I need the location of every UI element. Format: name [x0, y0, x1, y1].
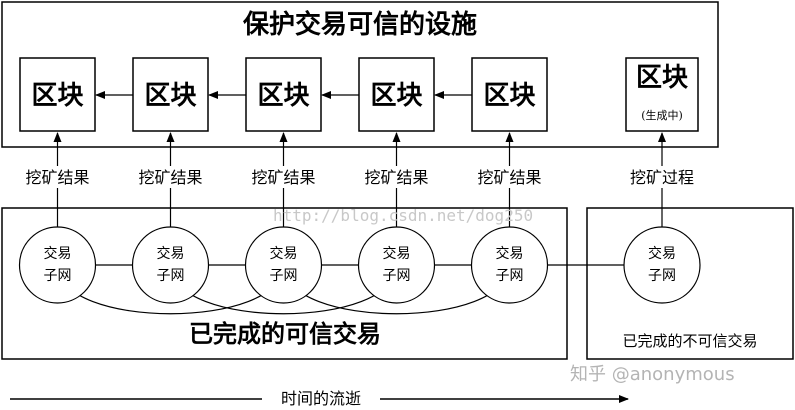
untrusted-caption: 已完成的不可信交易 [622, 332, 757, 350]
watermark: http://blog.csdn.net/dog250 [273, 206, 533, 225]
subnet-label-bottom: 子网 [44, 268, 72, 284]
subnet-label-top: 交易 [157, 245, 185, 262]
mining-label-6: 挖矿过程 [630, 168, 694, 187]
subnet-label-top: 交易 [383, 245, 411, 262]
subnet-label-bottom: 子网 [270, 268, 298, 284]
block-6-label: 区块 [636, 63, 688, 93]
trusted-transactions-box [1, 207, 568, 360]
block-chain: 区块 区块 区块 区块 区块 区块 (生成中) [19, 57, 699, 132]
block-2-label: 区块 [144, 81, 196, 111]
block-1 [19, 57, 96, 132]
subnet-node [244, 226, 323, 304]
block-6-pending [625, 57, 699, 132]
subnet-node [357, 226, 436, 304]
subnet-label-bottom: 子网 [648, 268, 676, 284]
subnet-node [18, 226, 97, 304]
block-4-label: 区块 [370, 81, 422, 111]
mining-labels: 挖矿结果 挖矿结果 挖矿结果 挖矿结果 挖矿结果 挖矿过程 [18, 166, 702, 188]
subnet-node [470, 226, 549, 304]
subnet-node [131, 226, 210, 304]
subnet-label-bottom: 子网 [383, 268, 411, 284]
block-6-status: (生成中) [641, 108, 683, 122]
trust-facility-box [1, 1, 719, 148]
subnet-label-bottom: 子网 [496, 268, 524, 284]
subnet-label-top: 交易 [270, 245, 298, 262]
untrusted-transactions-box [586, 207, 794, 360]
subnet-label-top: 交易 [496, 245, 524, 262]
facility-title: 保护交易可信的设施 [242, 9, 477, 40]
block-3-label: 区块 [257, 81, 309, 111]
subnet-label-top: 交易 [648, 245, 676, 262]
block-1-label: 区块 [31, 81, 83, 111]
subnets: 交易 子网 交易 子网 交易 子网 交易 子网 交易 子网 交易 子网 [18, 226, 701, 304]
trusted-caption: 已完成的可信交易 [189, 319, 381, 348]
mining-label-1: 挖矿结果 [25, 168, 89, 187]
subnet-node [623, 226, 701, 304]
mining-label-5: 挖矿结果 [477, 168, 541, 187]
subnet-label-top: 交易 [44, 245, 72, 262]
block-5-label: 区块 [483, 81, 535, 111]
mining-label-3: 挖矿结果 [251, 168, 315, 187]
time-label: 时间的流逝 [281, 389, 361, 408]
zhihu-watermark: 知乎 @anonymous [570, 364, 735, 385]
mining-label-4: 挖矿结果 [364, 168, 428, 187]
block-2 [132, 57, 209, 132]
mining-label-2: 挖矿结果 [138, 168, 202, 187]
subnet-label-bottom: 子网 [157, 268, 185, 284]
